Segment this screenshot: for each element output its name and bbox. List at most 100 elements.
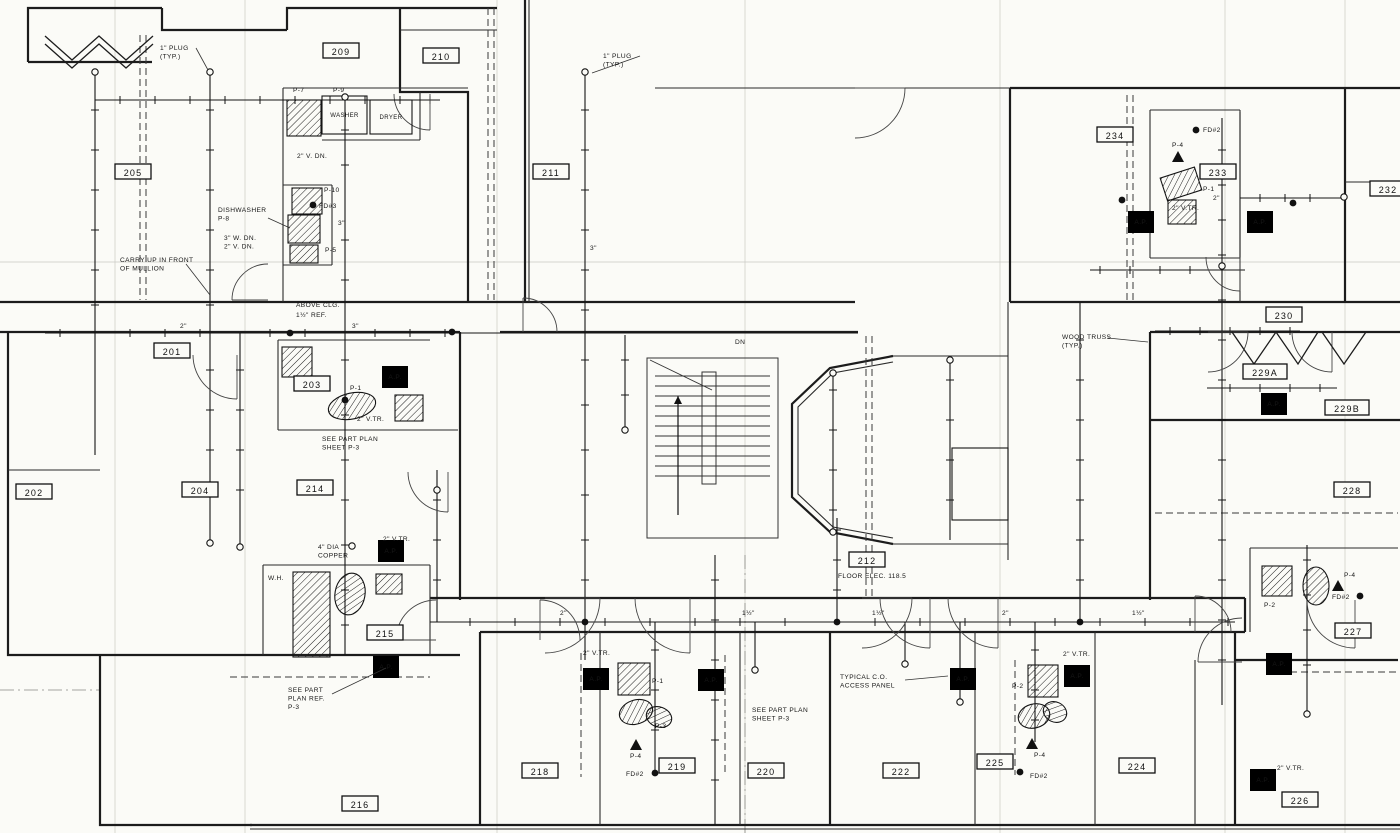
room-label-209: 209 <box>332 47 351 57</box>
room-label-226: 226 <box>1291 796 1310 806</box>
room-label-box-224 <box>1118 757 1156 774</box>
annotation: ACCESS PANEL <box>840 683 895 690</box>
pipe-fittings-layer <box>59 96 1321 781</box>
access-panel-label: A.P. <box>1070 673 1083 680</box>
floor-drain-icon <box>1016 768 1024 776</box>
room-label-box-214 <box>296 479 334 496</box>
p4-fixture-icon <box>630 739 642 750</box>
pipe-fitting-icon <box>1218 262 1226 270</box>
appliance-label: WASHER <box>330 113 359 119</box>
pipe-fitting-icon <box>901 660 909 668</box>
access-panel-box <box>373 656 399 678</box>
closet-rod-symbol <box>44 43 154 69</box>
room-label-box-212 <box>848 551 886 568</box>
partition-layer <box>8 0 1400 830</box>
annotation: P-8 <box>218 216 229 223</box>
annotation: 2" V.TR. <box>1063 651 1090 658</box>
annotation: TYPICAL C.O. <box>840 674 887 681</box>
room-label-box-228 <box>1333 481 1371 498</box>
annotation: ABOVE CLG. <box>296 302 340 309</box>
closet-rod-symbol <box>1231 330 1319 366</box>
access-panel-label: A.P. <box>1267 401 1280 408</box>
closet-rod-symbol <box>44 35 154 61</box>
annotation: 2" <box>1002 610 1009 617</box>
room-label-201: 201 <box>163 347 182 357</box>
door-swing <box>407 471 449 513</box>
door-swing <box>861 597 913 649</box>
annotation: 2" <box>560 610 567 617</box>
room-label-229B: 229B <box>1334 404 1360 414</box>
room-label-box-218 <box>521 762 559 779</box>
annotation: P-4 <box>630 753 641 760</box>
room-label-224: 224 <box>1128 762 1147 772</box>
room-label-box-211 <box>532 163 570 180</box>
door-swing <box>947 597 999 649</box>
annotation: (TYP.) <box>1062 343 1083 350</box>
pipe-fitting-icon <box>1303 710 1311 718</box>
access-panel-label: A.P. <box>1272 661 1285 668</box>
door-swing <box>1205 256 1241 292</box>
p4-fixture-icon <box>1172 151 1184 162</box>
annotation: 2" V. DN. <box>297 153 327 160</box>
room-label-230: 230 <box>1275 311 1294 321</box>
annotation: FD#2 <box>626 771 644 778</box>
annotation: 1½" <box>872 609 885 617</box>
room-label-box-229A <box>1242 363 1288 380</box>
appliance-label: DRYER <box>380 115 403 121</box>
annotation: P-1 <box>1203 186 1214 193</box>
access-panel-box <box>1266 653 1292 675</box>
annotation: P-4 <box>1034 752 1045 759</box>
room-label-205: 205 <box>124 168 143 178</box>
room-label-232: 232 <box>1379 185 1398 195</box>
pipe-runs-layer <box>45 72 1345 825</box>
access-panels-layer: A.P.A.P.A.P.A.P.A.P.A.P.A.P.A.P.A.P.A.P.… <box>373 211 1292 791</box>
room-label-203: 203 <box>303 380 322 390</box>
annotation: 2" V.TR. <box>1172 205 1199 212</box>
annotation: 1" PLUG <box>160 45 189 52</box>
door-swing <box>539 599 581 641</box>
access-panel-box <box>698 669 724 691</box>
room-label-box-220 <box>747 762 785 779</box>
room-label-box-230 <box>1265 306 1303 323</box>
annotation: DISHWASHER <box>218 207 266 214</box>
closet-rod-symbol <box>1321 331 1367 366</box>
stair <box>646 357 779 539</box>
annotation: (TYP.) <box>603 62 624 69</box>
door-swings-layer <box>192 87 1356 663</box>
annotation: P-9 <box>333 87 344 94</box>
room-label-219: 219 <box>668 762 687 772</box>
room-label-215: 215 <box>376 629 395 639</box>
access-panel-box <box>1247 211 1273 233</box>
access-panel-label: A.P. <box>1253 219 1266 226</box>
annotation: P-3 <box>655 723 666 730</box>
access-panel-box <box>382 366 408 388</box>
annotation: 2" V.TR. <box>1277 765 1304 772</box>
floor-drain-icon <box>1118 196 1126 204</box>
pipe-fitting-icon <box>206 539 214 547</box>
pipe-fitting-icon <box>348 542 356 550</box>
access-panel-label: A.P. <box>384 548 397 555</box>
access-panel-label: A.P. <box>704 677 717 684</box>
access-panel-label: A.P. <box>956 676 969 683</box>
annotation: 1" PLUG <box>603 53 632 60</box>
pipe-fitting-icon <box>206 68 214 76</box>
room-label-box-222 <box>882 762 920 779</box>
pipe-fitting-icon <box>829 528 837 536</box>
room-label-box-234 <box>1096 126 1134 143</box>
room-label-220: 220 <box>757 767 776 777</box>
annotation: COPPER <box>318 553 348 560</box>
pipe-fitting-icon <box>91 68 99 76</box>
centerlines <box>0 555 746 833</box>
door-swing <box>634 597 691 654</box>
pipe-fitting-icon <box>829 369 837 377</box>
symbols-layer <box>44 35 1367 777</box>
pipe-fitting-icon <box>1340 193 1348 201</box>
annotation: CARRY UP IN FRONT <box>120 257 193 264</box>
annotation: P-1 <box>350 385 361 392</box>
room-label-box-226 <box>1281 791 1319 808</box>
room-label-box-201 <box>153 342 191 359</box>
door-swing <box>522 297 558 333</box>
